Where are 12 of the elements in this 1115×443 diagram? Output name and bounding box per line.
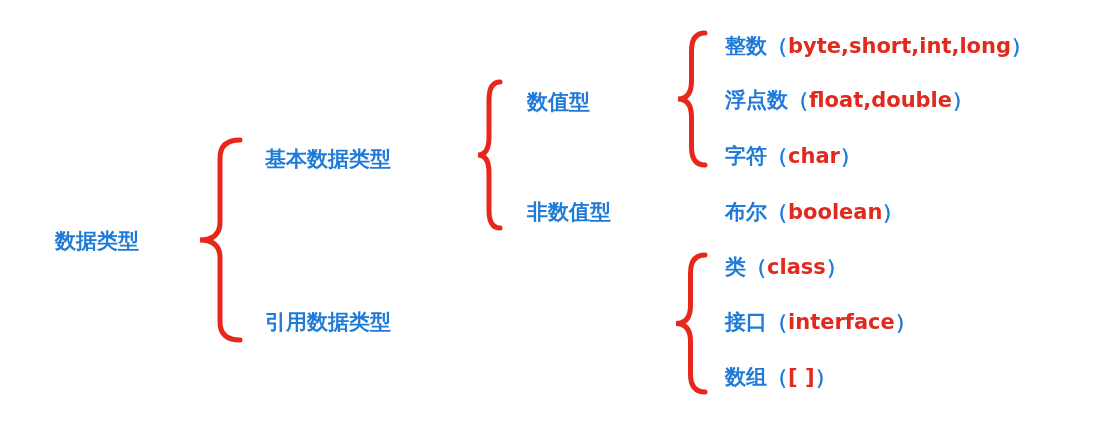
category-label: 数值型 bbox=[527, 90, 590, 116]
category-label: 非数值型 bbox=[527, 200, 611, 226]
category-label: 引用数据类型 bbox=[265, 310, 391, 336]
type-label: 接口（interface） bbox=[725, 310, 916, 336]
type-label: 类（class） bbox=[725, 255, 847, 281]
type-label: 整数（byte,short,int,long） bbox=[725, 34, 1032, 60]
type-label: 浮点数（float,double） bbox=[725, 88, 974, 114]
type-label: 数组（[ ]） bbox=[725, 365, 836, 391]
category-label: 基本数据类型 bbox=[265, 147, 391, 173]
category-label: 数据类型 bbox=[55, 229, 139, 255]
type-label: 字符（char） bbox=[725, 144, 861, 170]
type-label: 布尔（boolean） bbox=[725, 200, 904, 226]
